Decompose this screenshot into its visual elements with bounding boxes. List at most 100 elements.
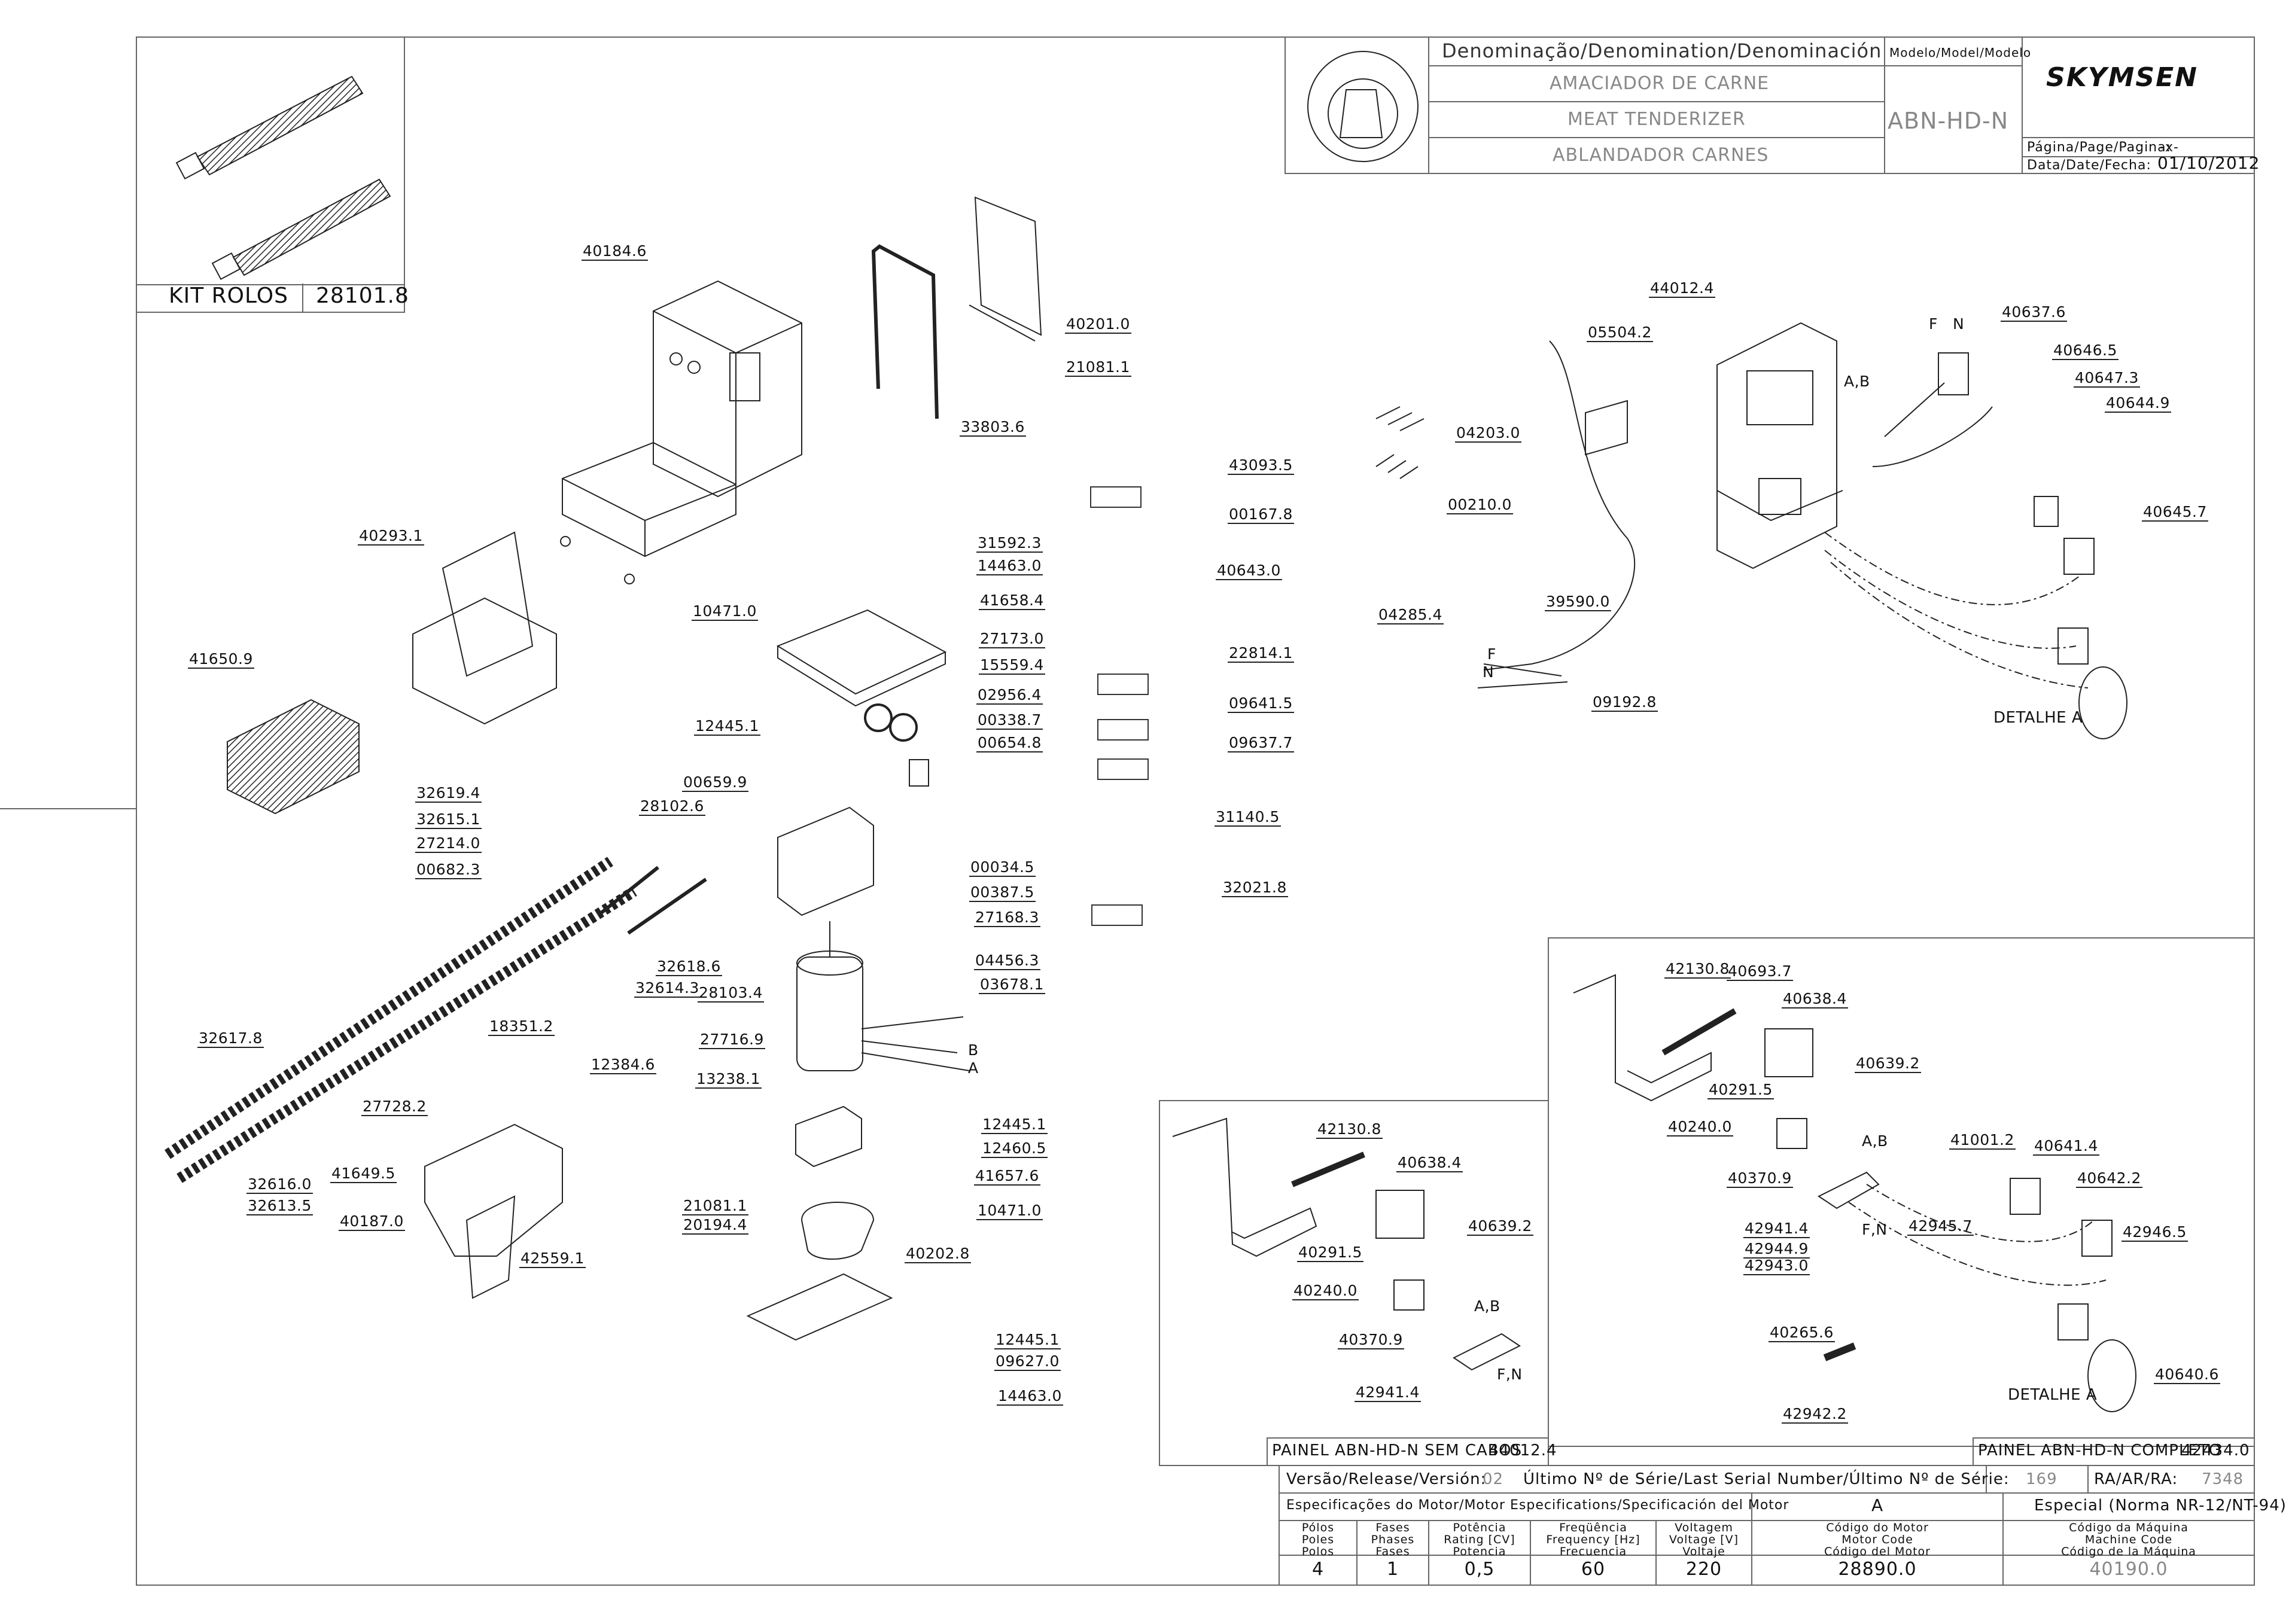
part-number-callout: 40637.6	[2001, 303, 2067, 322]
part-number-callout: 40291.5	[1297, 1244, 1363, 1262]
part-number-callout: 40639.2	[1467, 1217, 1533, 1236]
value-power: 0,5	[1464, 1559, 1495, 1580]
part-number-callout: 03678.1	[979, 976, 1045, 994]
value-poles: 4	[1311, 1559, 1325, 1580]
part-number-callout: 14463.0	[997, 1387, 1063, 1406]
part-number-callout: 40370.9	[1727, 1169, 1793, 1188]
part-number-callout: 04456.3	[974, 952, 1040, 970]
name-en: MEAT TENDERIZER	[1567, 109, 1746, 130]
large-panel-code: 42434.0	[2181, 1442, 2250, 1460]
page-value: -x-	[2160, 140, 2179, 155]
part-number-callout: F,N	[1862, 1221, 1888, 1238]
value-phases: 1	[1386, 1559, 1399, 1580]
part-number-callout: A	[968, 1059, 979, 1077]
part-number-callout: 22814.1	[1228, 644, 1294, 663]
page-label: Página/Page/Pagina:	[2027, 140, 2172, 155]
value-machine-code: 40190.0	[2089, 1559, 2168, 1580]
name-es: ABLANDADOR CARNES	[1553, 145, 1769, 166]
part-number-callout: N	[1953, 315, 1965, 333]
part-number-callout: 40645.7	[2142, 503, 2208, 522]
part-number-callout: 41001.2	[1949, 1131, 2016, 1150]
kit-roller-bottom	[211, 178, 391, 281]
part-number-callout: 21081.1	[1065, 358, 1131, 377]
part-number-callout: F	[1929, 315, 1938, 333]
part-number-callout: 00338.7	[976, 711, 1043, 730]
part-number-callout: 40642.2	[2076, 1169, 2142, 1188]
part-number-callout: 27173.0	[979, 630, 1045, 648]
part-number-callout: 18351.2	[488, 1017, 555, 1036]
part-number-callout: 31140.5	[1215, 808, 1281, 827]
kit-code: 28101.8	[316, 284, 409, 308]
part-number-callout: A,B	[1474, 1297, 1500, 1315]
model-value: ABN-HD-N	[1888, 108, 2009, 134]
part-number-callout: 00654.8	[976, 734, 1043, 752]
part-number-callout: 21081.1	[682, 1197, 748, 1215]
large-panel-title: PAINEL ABN-HD-N COMPLETO	[1978, 1442, 2222, 1460]
kit-label: KIT ROLOS	[169, 284, 288, 308]
part-number-callout: 40202.8	[905, 1245, 971, 1263]
col-power: Potência Rating [CV] Potencia	[1444, 1521, 1515, 1558]
part-number-callout: 42944.9	[1743, 1240, 1810, 1259]
part-number-callout: 32619.4	[415, 784, 482, 803]
motor-spec-label: Especificações do Motor/Motor Especifica…	[1286, 1498, 1789, 1513]
part-number-callout: 00659.9	[682, 773, 748, 792]
value-voltage: 220	[1685, 1559, 1722, 1580]
part-number-callout: 12445.1	[694, 717, 760, 736]
part-number-callout: 32614.3	[634, 979, 701, 998]
part-number-callout: 39590.0	[1545, 593, 1611, 611]
part-number-callout: 41657.6	[974, 1167, 1040, 1186]
symbol-box	[1097, 674, 1149, 695]
part-number-callout: 00682.3	[415, 861, 482, 879]
serial-value: 169	[2026, 1470, 2057, 1488]
col-machine-code: Código da Máquina Machine Code Código de…	[2061, 1521, 2196, 1558]
part-number-callout: 42945.7	[1907, 1217, 1974, 1236]
part-number-callout: 00167.8	[1228, 505, 1294, 524]
date-label: Data/Date/Fecha:	[2027, 158, 2151, 173]
part-number-callout: 27716.9	[699, 1031, 765, 1049]
part-number-callout: 40646.5	[2052, 342, 2119, 360]
part-number-callout: 40693.7	[1727, 962, 1793, 981]
part-number-callout: 43093.5	[1228, 456, 1294, 475]
symbol-box	[1091, 904, 1143, 926]
col-frequency: Freqüência Frequency [Hz] Frecuencia	[1546, 1521, 1640, 1558]
part-number-callout: 40643.0	[1216, 562, 1282, 580]
special-label: Especial (Norma NR-12/NT-94)	[2034, 1497, 2287, 1515]
part-number-callout: 42943.0	[1743, 1257, 1810, 1275]
col-motor-code: Código do Motor Motor Code Código del Mo…	[1824, 1521, 1931, 1558]
part-number-callout: 40638.4	[1782, 990, 1848, 1008]
part-number-callout: 42130.8	[1316, 1120, 1383, 1139]
part-number-callout: 12384.6	[590, 1056, 656, 1074]
part-number-callout: 12445.1	[994, 1331, 1061, 1349]
part-number-callout: 10471.0	[692, 602, 758, 621]
col-phases: Fases Phases Fases	[1371, 1521, 1415, 1558]
part-number-callout: 40291.5	[1707, 1081, 1774, 1099]
part-number-callout: 09641.5	[1228, 694, 1294, 713]
part-number-callout: 20194.4	[682, 1216, 748, 1235]
part-number-callout: 44012.4	[1649, 279, 1715, 298]
version-value: 02	[1483, 1470, 1504, 1488]
denomination-header: Denominação/Denomination/Denominación	[1442, 39, 1882, 62]
part-number-callout: 40370.9	[1338, 1331, 1404, 1349]
part-number-callout: B	[968, 1041, 979, 1059]
motor-letter: A	[1871, 1495, 1884, 1515]
part-number-callout: 40641.4	[2033, 1137, 2099, 1156]
part-number-callout: 31592.3	[976, 534, 1043, 553]
part-number-callout: 40644.9	[2105, 394, 2171, 413]
part-number-callout: 13238.1	[695, 1070, 762, 1089]
part-number-callout: 04285.4	[1377, 606, 1444, 624]
part-number-callout: 42941.4	[1743, 1220, 1810, 1238]
part-number-callout: A,B	[1844, 373, 1870, 390]
part-number-callout: A,B	[1862, 1132, 1888, 1150]
part-number-callout: 00034.5	[969, 858, 1036, 877]
kit-label-dividers	[136, 284, 404, 312]
part-number-callout: 15559.4	[979, 656, 1045, 675]
part-number-callout: 32618.6	[656, 958, 722, 976]
part-number-callout: F	[1487, 645, 1496, 663]
part-number-callout: 42946.5	[2121, 1223, 2188, 1242]
part-number-callout: 14463.0	[976, 557, 1043, 575]
part-number-callout: 41658.4	[979, 592, 1045, 610]
symbol-box	[1097, 719, 1149, 741]
part-number-callout: 40293.1	[358, 527, 424, 546]
